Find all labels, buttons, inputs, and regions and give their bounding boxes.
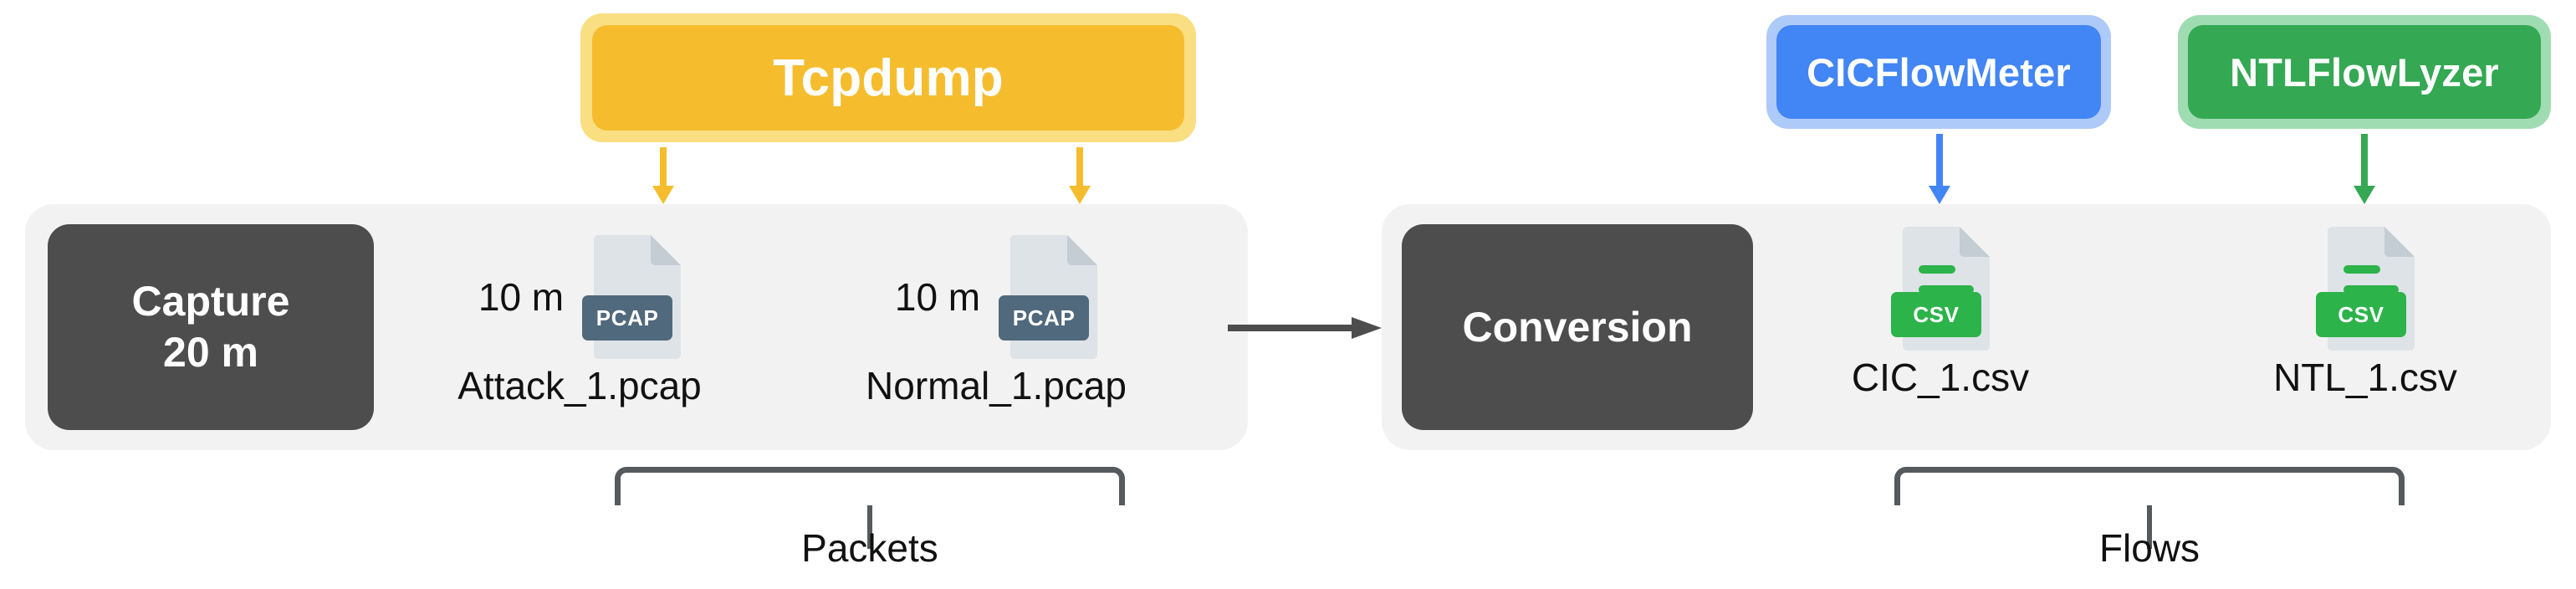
csv-type-badge-label: CSV [1891, 292, 1981, 337]
pcap-type-badge-label: PCAP [582, 295, 673, 341]
brace-label-packets: Packets [801, 526, 938, 570]
pcap-file-icon: PCAP [999, 235, 1098, 359]
file-item-cic-csv[interactable]: CSV CIC_1.csv [1802, 226, 2078, 400]
csv-file-icon: CSV [2316, 227, 2415, 351]
duration-label-attack: 10 m [478, 275, 565, 319]
brace-label-flows: Flows [2098, 526, 2200, 570]
file-name-ntl-csv: NTL_1.csv [2273, 356, 2457, 399]
file-name-normal-pcap: Normal_1.pcap [866, 364, 1127, 407]
stage-box-conversion[interactable]: Conversion [1402, 224, 1753, 430]
brace-packets [615, 467, 1125, 549]
file-item-normal-pcap[interactable]: 10 m PCAP Normal_1.pcap [858, 234, 1134, 408]
tool-badge-ntlflowlyzer[interactable]: NTLFlowLyzer [2178, 15, 2551, 129]
duration-label-normal: 10 m [894, 275, 981, 319]
arrow-capture-to-conversion [1228, 317, 1382, 339]
csv-file-icon: CSV [1891, 227, 1990, 351]
arrow-ntlflowlyzer-to-ntl-csv [2354, 134, 2375, 204]
arrow-tcpdump-to-normal-pcap [1069, 147, 1091, 204]
file-name-cic-csv: CIC_1.csv [1851, 356, 2030, 399]
tool-badge-tcpdump[interactable]: Tcpdump [580, 13, 1196, 142]
stage-box-capture[interactable]: Capture 20 m [48, 224, 374, 430]
stage-box-conversion-title: Conversion [1462, 303, 1693, 351]
file-item-attack-pcap[interactable]: 10 m PCAP Attack_1.pcap [442, 234, 718, 408]
tool-badge-ntlflowlyzer-label: NTLFlowLyzer [2188, 25, 2541, 119]
tool-badge-cicflowmeter-label: CICFlowMeter [1776, 25, 2101, 119]
file-name-attack-pcap: Attack_1.pcap [457, 364, 702, 407]
arrow-tcpdump-to-attack-pcap [652, 147, 674, 204]
arrow-cicflowmeter-to-cic-csv [1929, 134, 1950, 204]
pcap-type-badge-label: PCAP [999, 295, 1090, 341]
tool-badge-cicflowmeter[interactable]: CICFlowMeter [1766, 15, 2111, 129]
stage-box-capture-duration: 20 m [163, 329, 258, 376]
brace-flows [1894, 467, 2405, 549]
stage-box-capture-title: Capture [131, 278, 290, 325]
pcap-file-icon: PCAP [582, 235, 682, 359]
file-item-ntl-csv[interactable]: CSV NTL_1.csv [2227, 226, 2503, 400]
csv-type-badge-label: CSV [2316, 292, 2406, 337]
tool-badge-tcpdump-label: Tcpdump [592, 25, 1184, 131]
